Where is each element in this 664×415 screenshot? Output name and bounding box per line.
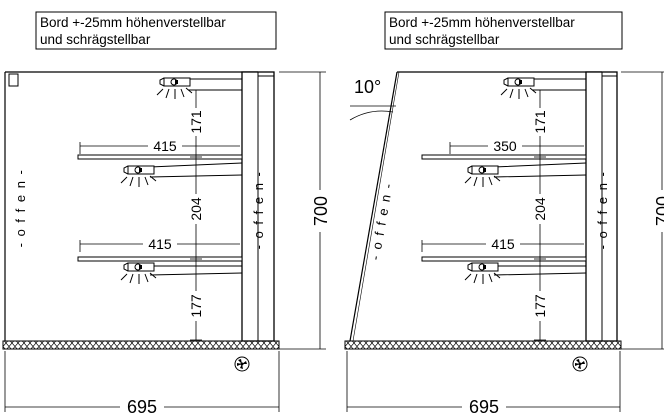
left-view: Bord +-25mm höhenverstellbar und schrägs…	[2, 11, 331, 415]
right-shelf-lower	[421, 256, 587, 262]
right-gap-middle: 204	[532, 197, 548, 221]
right-height-dim: 700	[653, 196, 664, 226]
left-hinge	[8, 73, 19, 87]
lamp-icon	[464, 262, 501, 285]
left-height-dim: 700	[311, 196, 331, 226]
right-slanted-front	[349, 71, 398, 342]
left-shelf-upper	[77, 154, 243, 160]
right-gap-bottom: 177	[532, 294, 548, 318]
left-shelf-lower	[77, 256, 243, 262]
right-shelf-lower-width: 415	[491, 236, 515, 252]
right-base-plate	[344, 340, 622, 350]
right-tilt-angle: 10°	[354, 77, 381, 97]
right-open-back-label: - o f f e n -	[595, 171, 610, 250]
left-open-side-label: - o f f e n -	[13, 169, 28, 248]
right-view: Bord +-25mm höhenverstellbar und schrägs…	[344, 11, 664, 415]
left-gap-middle: 204	[188, 197, 204, 221]
lamp-icon	[500, 77, 537, 100]
left-caption-line1: Bord +-25mm höhenverstellbar	[40, 15, 226, 30]
right-caption-line2: und schrägstellbar	[389, 32, 500, 47]
right-caption-box	[384, 11, 623, 50]
left-gap-bottom: 177	[188, 294, 204, 318]
right-width-dim: 695	[469, 397, 499, 415]
lamp-icon	[156, 77, 193, 100]
lamp-icon	[120, 262, 157, 285]
lamp-icon	[120, 165, 157, 188]
right-gap-top: 171	[532, 110, 548, 134]
left-open-back-label: - o f f e n -	[251, 171, 266, 250]
left-shelf-upper-width: 415	[153, 138, 177, 154]
left-caption-box	[35, 11, 277, 50]
right-shelf-upper-width: 350	[493, 138, 517, 154]
left-base-plate	[2, 340, 280, 350]
left-gap-top: 171	[188, 110, 204, 134]
lamp-icon	[464, 165, 501, 188]
fan-symbol-icon	[234, 356, 250, 372]
left-shelf-lower-width: 415	[148, 236, 172, 252]
right-open-front-label: - o f f e n -	[367, 181, 395, 261]
right-shelf-upper	[421, 154, 587, 160]
right-caption-line1: Bord +-25mm höhenverstellbar	[389, 15, 575, 30]
fan-symbol-icon	[572, 356, 588, 372]
left-width-dim: 695	[127, 397, 157, 415]
left-caption-line2: und schrägstellbar	[40, 32, 151, 47]
